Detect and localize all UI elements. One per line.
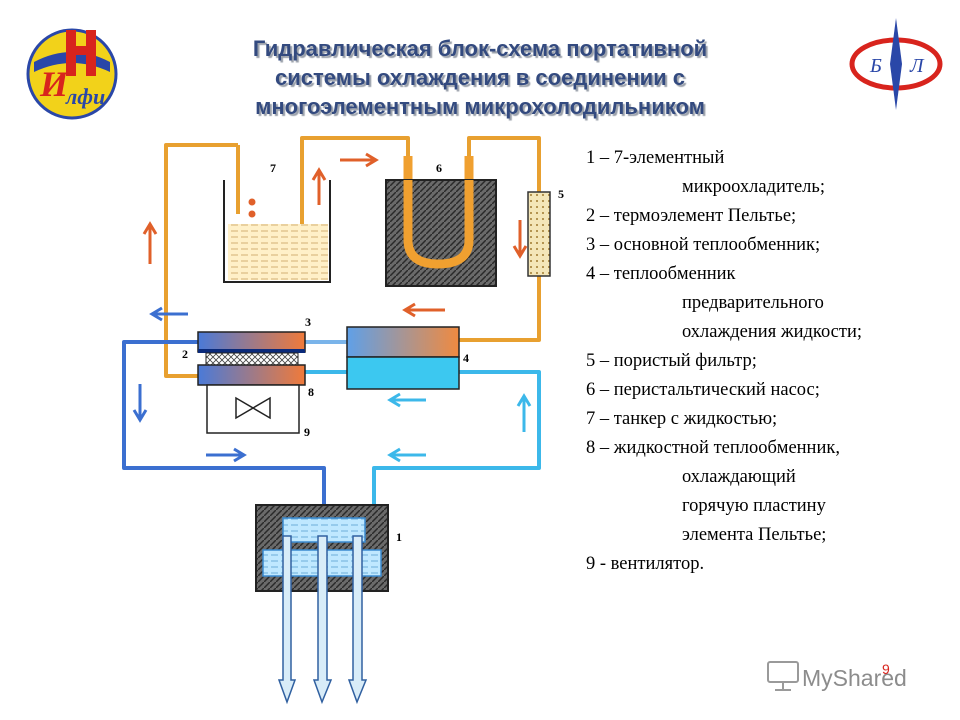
bl-logo: Б Л bbox=[849, 18, 943, 110]
micro-needle-1 bbox=[277, 535, 297, 705]
svg-text:И: И bbox=[39, 64, 69, 104]
liquid-heat-exchanger-8 bbox=[197, 364, 306, 386]
legend-item-5: 5 – пористый фильтр; bbox=[586, 351, 757, 371]
hot-pipe-top bbox=[300, 136, 410, 240]
peltier-stack bbox=[197, 331, 306, 386]
logo-right-letter-l: Л bbox=[909, 55, 925, 77]
label-5: 5 bbox=[558, 187, 564, 201]
legend-item-8-line-3: горячую пластину bbox=[682, 496, 826, 516]
legend-item-4-line-3: охлаждения жидкости; bbox=[682, 322, 863, 342]
flow-arrows bbox=[132, 152, 532, 463]
legend-item-4-line-2: предварительного bbox=[682, 293, 824, 313]
title-line-1: Гидравлическая блок-схема портативной bbox=[252, 36, 708, 61]
hot-arrows bbox=[142, 152, 528, 318]
label-4: 4 bbox=[463, 351, 469, 365]
title-line-3: многоэлементным микрохолодильником bbox=[255, 94, 705, 119]
logo-left-text: лфи bbox=[65, 84, 105, 109]
legend-item-1-line-2: микроохладитель; bbox=[682, 177, 825, 197]
legend-item-4-line-1: 4 – теплообменник bbox=[586, 264, 736, 284]
cold-pipe-left bbox=[122, 340, 326, 520]
page-number: 9 bbox=[882, 661, 890, 677]
precooling-heat-exchanger-4 bbox=[346, 326, 460, 390]
micro-needle-3 bbox=[347, 535, 368, 705]
hot-pipe-right bbox=[459, 136, 541, 342]
legend-item-8-line-1: 8 – жидкостной теплообменник, bbox=[586, 438, 840, 458]
legend-item-8-line-4: элемента Пельтье; bbox=[682, 525, 827, 545]
cold-pipes bbox=[122, 340, 541, 556]
tank-7 bbox=[223, 180, 331, 283]
label-3: 3 bbox=[305, 315, 311, 329]
hydraulic-diagram: 1 2 3 4 5 6 7 8 9 bbox=[122, 136, 564, 705]
legend-item-3: 3 – основной теплообменник; bbox=[586, 235, 821, 255]
label-9: 9 bbox=[304, 425, 310, 439]
legend-item-6: 6 – перистальтический насос; bbox=[586, 380, 820, 400]
label-2: 2 bbox=[182, 347, 188, 361]
ilfi-logo: И лфи bbox=[26, 28, 118, 120]
micro-needle-2 bbox=[312, 535, 333, 705]
watermark-text: MyShared bbox=[802, 665, 907, 691]
myshared-watermark: MyShared 9 bbox=[767, 661, 907, 691]
fan-9 bbox=[206, 384, 300, 434]
peristaltic-pump-6 bbox=[385, 179, 497, 287]
pump-u-tube-inner bbox=[403, 180, 474, 269]
title-line-2: системы охлаждения в соединении с bbox=[274, 65, 686, 90]
label-1: 1 bbox=[396, 530, 402, 544]
legend-item-8-line-2: охлаждающий bbox=[682, 467, 796, 487]
hot-pipe-left-loop bbox=[164, 143, 238, 378]
cold-arrows bbox=[132, 306, 247, 463]
logo-right-letter-b: Б bbox=[869, 55, 882, 77]
label-8: 8 bbox=[308, 385, 314, 399]
microcooler-1 bbox=[255, 504, 389, 705]
component-legend: 1 – 7-элементный микроохладитель; 2 – те… bbox=[586, 144, 956, 579]
hot-pipes bbox=[164, 136, 541, 378]
label-6: 6 bbox=[436, 161, 442, 175]
legend-item-9: 9 - вентилятор. bbox=[586, 554, 705, 574]
page-title: Гидравлическая блок-схема портативной си… bbox=[180, 34, 780, 121]
porous-filter-5 bbox=[527, 191, 551, 277]
cold-pipe-right bbox=[372, 370, 541, 556]
label-7: 7 bbox=[270, 161, 276, 175]
peltier-element-2 bbox=[205, 352, 299, 366]
legend-item-7: 7 – танкер с жидкостью; bbox=[586, 409, 778, 429]
presentation-icon bbox=[767, 661, 799, 691]
legend-item-1-line-1: 1 – 7-элементный bbox=[586, 148, 725, 168]
legend-item-2: 2 – термоэлемент Пельтье; bbox=[586, 206, 797, 226]
light-arrows bbox=[387, 392, 532, 463]
